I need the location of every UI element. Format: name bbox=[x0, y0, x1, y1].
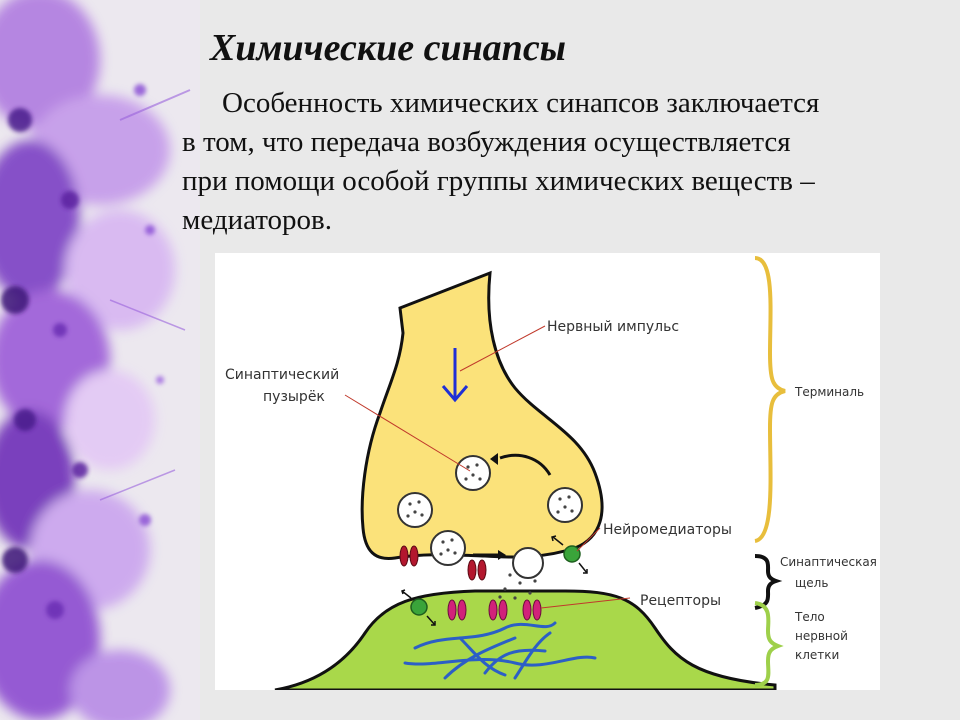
paragraph-line: Особенность химических синапсов заключае… bbox=[222, 87, 820, 119]
region-brackets: Терминаль Синаптическая щель Тело нервно… bbox=[754, 256, 877, 687]
label-cleft-line2: щель bbox=[795, 576, 828, 590]
body-paragraph: Особенность химических синапсов заключае… bbox=[182, 84, 942, 240]
filaments bbox=[403, 621, 597, 680]
paragraph-line: в том, что передача возбуждения осуществ… bbox=[182, 126, 791, 158]
label-terminal: Терминаль bbox=[794, 385, 864, 399]
cleft-bracket bbox=[754, 554, 783, 610]
label-cleft-line1: Синаптическая bbox=[780, 555, 877, 569]
vesicle-dots bbox=[406, 463, 574, 556]
label-body-line2: нервной bbox=[795, 629, 848, 643]
label-vesicle-line2: пузырёк bbox=[263, 389, 325, 405]
cell-body-shape bbox=[274, 589, 777, 690]
transmitter-molecule bbox=[410, 598, 428, 616]
label-body-line1: Тело bbox=[794, 610, 825, 624]
label-vesicle-line1: Синаптический bbox=[225, 367, 339, 383]
impulse-arrowhead bbox=[441, 385, 469, 403]
label-receptors: Рецепторы bbox=[640, 593, 721, 609]
fusing-vesicle bbox=[512, 547, 544, 579]
vesicle-path-arrow bbox=[499, 453, 552, 476]
vesicle-path-arrowhead bbox=[490, 453, 498, 465]
label-neurotransmitters: Нейромедиаторы bbox=[603, 522, 732, 538]
watercolor-decoration bbox=[0, 0, 200, 720]
cell-body-bracket bbox=[754, 601, 784, 687]
paragraph-line: при помощи особой группы химических веще… bbox=[182, 165, 815, 197]
terminal-bracket bbox=[754, 256, 786, 543]
ion-channels bbox=[399, 545, 487, 581]
receptors bbox=[447, 599, 542, 621]
label-body-line3: клетки bbox=[795, 648, 839, 662]
small-arrows bbox=[401, 535, 588, 626]
leader-lines bbox=[344, 325, 631, 609]
slide-title: Химические синапсы bbox=[210, 27, 567, 69]
release-arrowhead bbox=[498, 550, 506, 560]
paragraph-line: медиаторов. bbox=[182, 204, 332, 236]
vesicles bbox=[397, 455, 583, 566]
label-nerve-impulse: Нервный импульс bbox=[547, 319, 679, 335]
transmitter-molecule bbox=[563, 545, 581, 563]
